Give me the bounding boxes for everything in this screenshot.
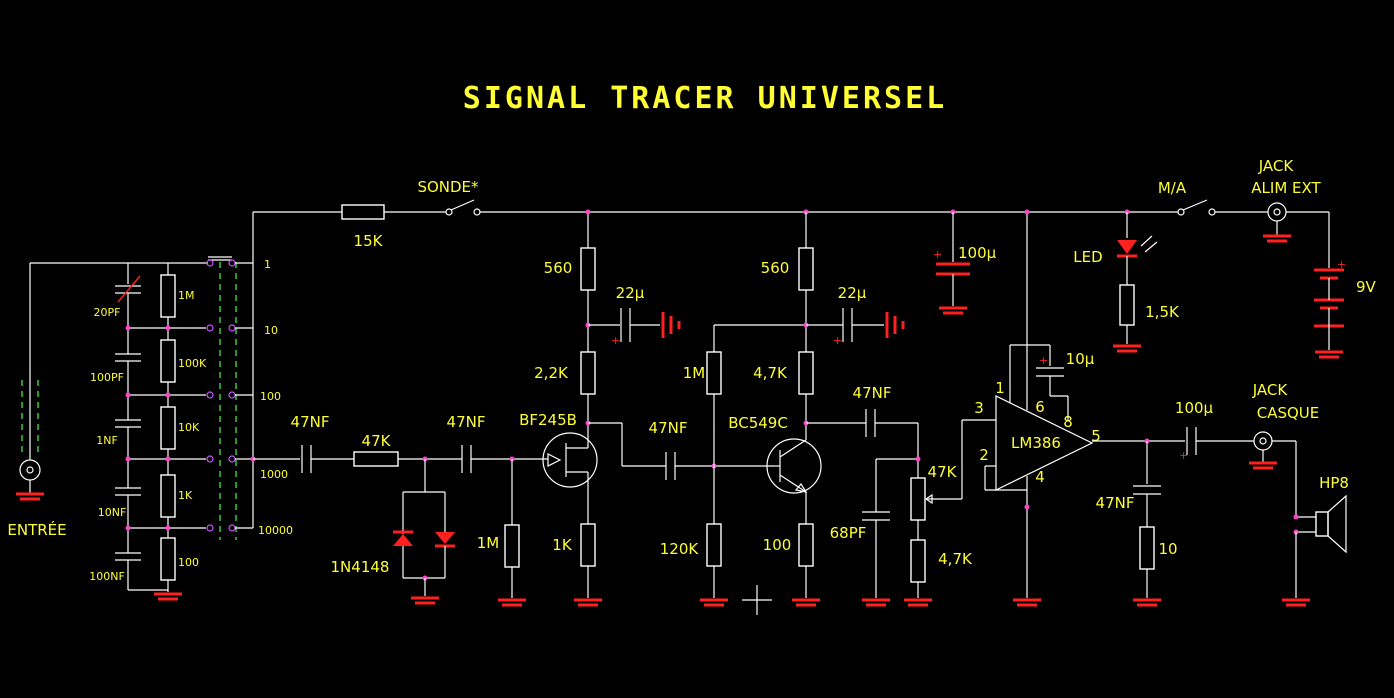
bjt-emitter-resistor (798, 523, 814, 567)
hp-jack-label-2: CASQUE (1257, 404, 1320, 422)
diagram-title: SIGNAL TRACER UNIVERSEL (463, 81, 947, 116)
svg-text:+: + (933, 248, 942, 261)
att-c-1: 20PF (94, 306, 121, 319)
svg-text:+: + (833, 334, 842, 347)
bias-resistor-2 (706, 523, 722, 567)
amp-pin4: 4 (1035, 468, 1045, 486)
led (1117, 235, 1158, 258)
led-resistor-label: 1,5K (1145, 303, 1180, 321)
amp-label: LM386 (1011, 434, 1061, 452)
battery: + (1313, 258, 1346, 359)
fet-cap-label: 22µ (616, 284, 645, 302)
att-r-3: 10K (178, 421, 200, 434)
svg-text:+: + (1179, 449, 1188, 462)
bjt-rc2-label: 4,7K (753, 364, 788, 382)
pot-resistor (910, 539, 926, 583)
ext-jack-label-2: ALIM EXT (1251, 179, 1321, 197)
ext-power-jack (1261, 202, 1293, 243)
range-10: 10 (264, 324, 278, 337)
amp-pin5: 5 (1091, 427, 1101, 445)
bjt-collector-resistor-1 (798, 247, 814, 291)
fet-rd1-label: 560 (544, 259, 573, 277)
battery-label: 9V (1356, 278, 1377, 296)
amp-pin6: 6 (1035, 398, 1045, 416)
fet-label: BF245B (519, 411, 577, 429)
r1-label: 47K (362, 432, 392, 450)
att-c-3: 1NF (96, 434, 118, 447)
speaker (1293, 494, 1347, 554)
amp-pin3: 3 (974, 399, 984, 417)
zobel-cap-label: 47NF (1096, 494, 1135, 512)
bjt-label: BC549C (728, 414, 788, 432)
amp-pin8: 8 (1063, 413, 1073, 431)
fet-bf245b (542, 432, 598, 488)
fet-drain-resistor-1 (580, 247, 596, 291)
bjt-rc1-label: 560 (761, 259, 790, 277)
svg-text:+: + (1337, 258, 1346, 271)
amp-pin2: 2 (979, 446, 989, 464)
att-c-5: 100NF (89, 570, 125, 583)
fet-source-resistor (580, 523, 596, 567)
range-1: 1 (264, 258, 271, 271)
svg-text:+: + (611, 334, 620, 347)
gate-resistor-label: 1M (477, 534, 500, 552)
range-selector-switch (206, 256, 253, 540)
att-r-4: 1K (178, 489, 193, 502)
zobel-resistor-label: 10 (1158, 540, 1177, 558)
output-cap-label: 100µ (1175, 399, 1214, 417)
bias-r1-label: 1M (683, 364, 706, 382)
diodes-label: 1N4148 (331, 558, 390, 576)
c4-label: 47NF (853, 384, 892, 402)
probe-switch-label: SONDE* (417, 178, 479, 196)
fet-rs-label: 1K (552, 536, 573, 554)
bias-r2-label: 120K (660, 540, 700, 558)
volume-pot (910, 477, 926, 521)
lm386-amplifier (995, 395, 1094, 491)
fet-drain-resistor-2 (580, 351, 596, 395)
range-100: 100 (260, 390, 281, 403)
fet-rd2-label: 2,2K (534, 364, 569, 382)
gain-cap-label: 10µ (1066, 350, 1095, 368)
range-1000: 1000 (260, 468, 288, 481)
amp-pin1: 1 (995, 379, 1005, 397)
led-label: LED (1073, 248, 1102, 266)
headphone-jack (1247, 431, 1279, 470)
hp-jack-label-1: JACK (1252, 381, 1289, 399)
range-10000: 10000 (258, 524, 293, 537)
supply-cap-label: 100µ (958, 244, 997, 262)
bjt-collector-resistor-2 (798, 351, 814, 395)
att-r-1: 1M (178, 289, 195, 302)
gate-resistor (504, 524, 520, 568)
svg-text:+: + (1039, 354, 1048, 367)
c2-label: 47NF (447, 413, 486, 431)
bjt-re-label: 100 (763, 536, 792, 554)
resistor-r1 (353, 451, 399, 467)
diodes-1n4148 (393, 530, 455, 548)
pot-label: 47K (928, 463, 958, 481)
pot-resistor-label: 4,7K (938, 550, 973, 568)
ext-jack-label-1: JACK (1258, 157, 1295, 175)
zobel-resistor (1139, 526, 1155, 570)
att-r-2: 100K (178, 357, 207, 370)
led-resistor (1119, 284, 1135, 326)
input-resistor (341, 204, 385, 220)
c3-label: 47NF (649, 419, 688, 437)
bjt-bc549c (766, 438, 822, 494)
speaker-label: HP8 (1319, 474, 1349, 492)
input-connector (14, 262, 208, 501)
att-r-5: 100 (178, 556, 199, 569)
att-c-2: 100PF (90, 371, 124, 384)
c1-label: 47NF (291, 413, 330, 431)
input-label: ENTRÉE (7, 520, 66, 539)
att-c-4: 10NF (98, 506, 127, 519)
bjt-cap-label: 22µ (838, 284, 867, 302)
input-resistor-label: 15K (354, 232, 384, 250)
onoff-switch-label: M/A (1158, 179, 1187, 197)
c5-label: 68PF (830, 524, 867, 542)
bias-resistor-1 (706, 351, 722, 395)
